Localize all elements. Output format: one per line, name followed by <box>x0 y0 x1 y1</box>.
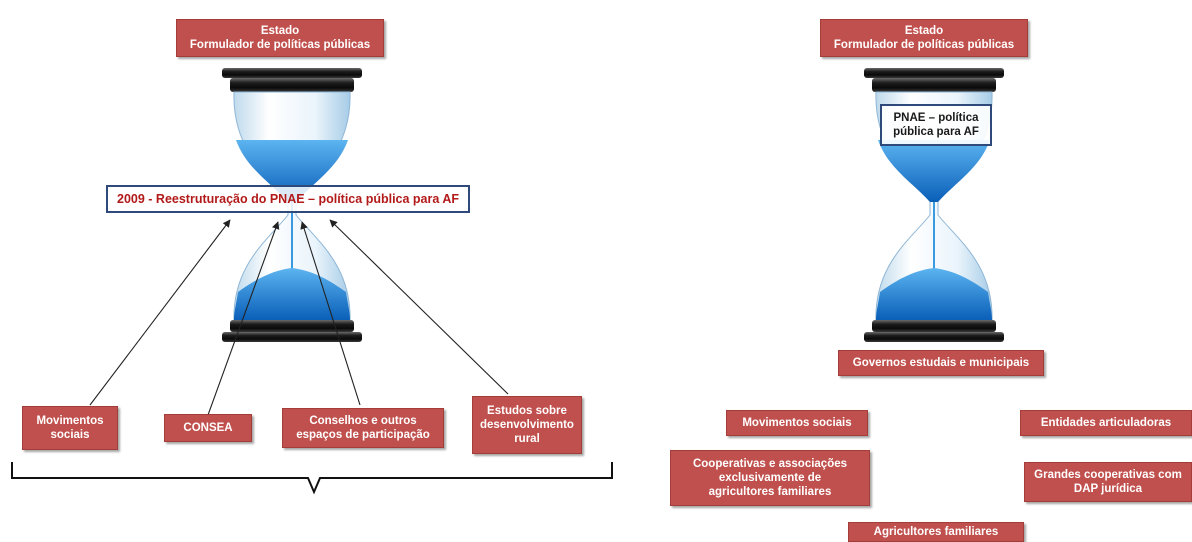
right-box-agricultores: Agricultores familiares <box>848 522 1024 542</box>
influence-arrows <box>89 219 509 416</box>
right-box-movimentos: Movimentos sociais <box>726 410 868 436</box>
left-box-estudos: Estudos sobre desenvolvimento rural <box>472 396 582 454</box>
right-inner-box: PNAE – política pública para AF <box>880 104 992 146</box>
left-box-movimentos: Movimentos sociais <box>22 406 118 450</box>
left-top-box: Estado Formulador de políticas públicas <box>176 19 384 57</box>
left-box-consea: CONSEA <box>164 414 252 442</box>
left-center-box: 2009 - Reestruturação do PNAE – política… <box>106 185 470 213</box>
right-box-governos: Governos estudais e municipais <box>838 350 1044 376</box>
right-box-entidades: Entidades articuladoras <box>1020 410 1192 436</box>
right-box-grandes-cooperativas: Grandes cooperativas com DAP jurídica <box>1024 462 1192 502</box>
left-box-conselhos: Conselhos e outros espaços de participaç… <box>282 408 444 448</box>
right-hourglass-icon <box>864 68 1004 342</box>
right-top-box: Estado Formulador de políticas públicas <box>820 19 1028 57</box>
grouping-brace <box>11 462 613 495</box>
right-box-cooperativas: Cooperativas e associações exclusivament… <box>670 450 870 506</box>
